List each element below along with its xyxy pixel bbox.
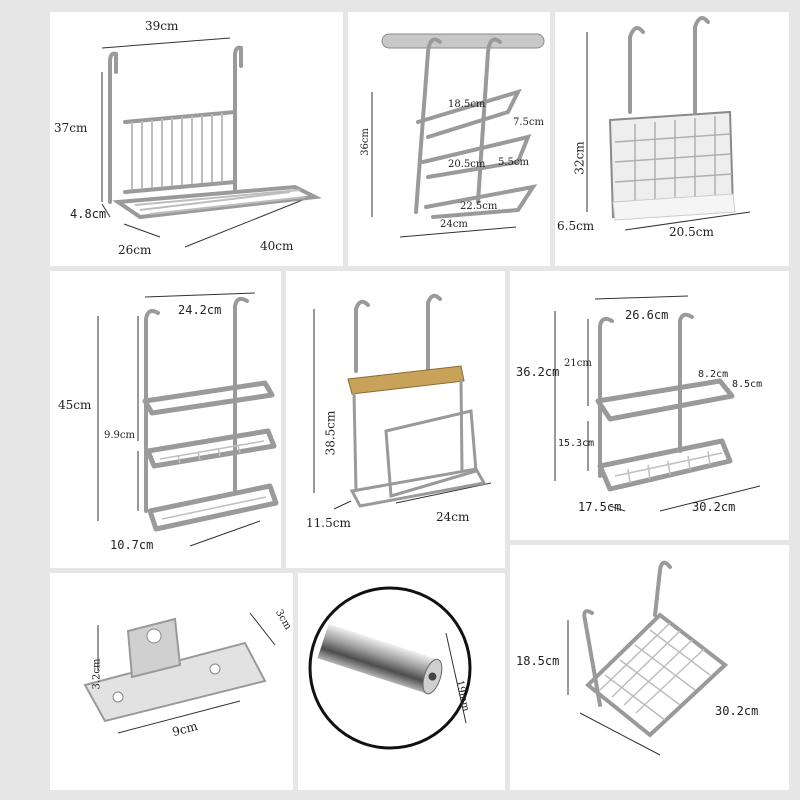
panel-knife-holder: 38.5cm 11.5cm 24cm (286, 271, 505, 568)
lid-holder-illustration (371, 33, 545, 238)
panel-dish-rack: 39cm 37cm 4.8cm 26cm 40cm (50, 12, 343, 266)
panel-rail-tube: 19mm (298, 573, 505, 790)
panel-single-basket: 18.5cm 30.2cm (510, 545, 789, 790)
two-tier-shelf-illustration (554, 295, 761, 512)
dim-label: 7.5cm (513, 117, 544, 128)
dim-label: 24.2cm (178, 303, 222, 317)
panel-three-tier-shelf: 24.2cm 45cm 9.9cm 10.7cm (50, 271, 281, 568)
dish-rack-illustration (101, 37, 322, 248)
dim-label: 9.9cm (104, 430, 135, 441)
dim-label: 11.5cm (306, 516, 351, 530)
rail-tube-illustration (308, 586, 472, 750)
dim-label: 18.5cm (516, 654, 560, 668)
dim-label: 21cm (564, 358, 592, 369)
dim-label: 30.2cm (692, 500, 736, 514)
panel-utensil-holder: 32cm 6.5cm 20.5cm (555, 12, 789, 266)
dim-label: 24cm (440, 219, 468, 230)
dim-label: 15.3cm (558, 438, 595, 449)
dim-label: 17.5cm (578, 500, 622, 514)
dim-label: 6.5cm (557, 219, 595, 233)
knife-holder-illustration (313, 293, 492, 510)
mount-bracket-illustration (83, 612, 276, 734)
dim-label: 36.2cm (516, 365, 560, 379)
dim-label: 8.2cm (698, 369, 729, 380)
dim-label: 45cm (58, 398, 92, 412)
dim-label: 32cm (572, 141, 587, 175)
utensil-holder-illustration (586, 16, 751, 231)
dim-label: 37cm (54, 121, 88, 135)
dim-label: 8.5cm (732, 379, 763, 390)
panel-lid-holder: 36cm 18.5cm 7.5cm 20.5cm 5.5cm 22.5cm 24… (348, 12, 550, 266)
dim-label: 22.5cm (460, 201, 498, 212)
dim-label: 24cm (436, 510, 470, 524)
dim-label: 3.2cm (91, 658, 103, 690)
dim-label: 20.5cm (669, 225, 714, 239)
dim-label: 36cm (359, 128, 371, 156)
dim-label: 38.5cm (323, 410, 338, 456)
dim-label: 39cm (145, 19, 179, 33)
dim-label: 30.2cm (715, 704, 759, 718)
three-tier-shelf-illustration (97, 292, 279, 547)
single-basket-illustration (567, 560, 729, 756)
panel-two-tier-shelf: 26.6cm 36.2cm 21cm 8.2cm 8.5cm 15.3cm 17… (510, 271, 789, 540)
dim-label: 4.8cm (70, 207, 107, 221)
dim-label: 20.5cm (448, 159, 486, 170)
dim-label: 10.7cm (110, 538, 154, 552)
panel-mount-bracket: 3.2cm 3cm 9cm (50, 573, 293, 790)
dim-label: 5.5cm (498, 157, 529, 168)
dim-label: 18.5cm (448, 99, 486, 110)
dim-label: 26cm (118, 243, 152, 257)
dim-label: 26.6cm (625, 308, 669, 322)
dim-label: 40cm (260, 239, 294, 253)
